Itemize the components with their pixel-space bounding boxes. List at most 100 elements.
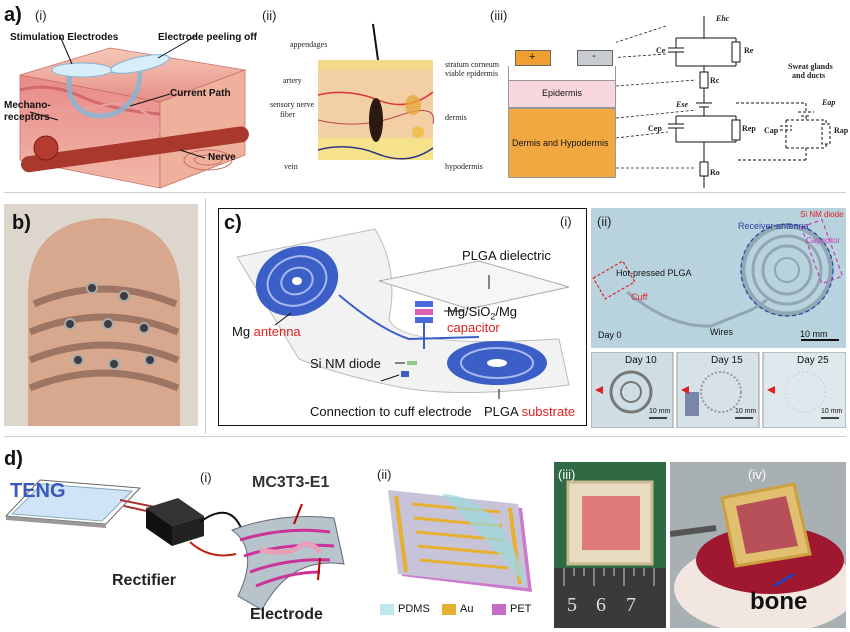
- ro-label: Ro: [710, 168, 720, 177]
- bioresorbable-device-illustration: [236, 228, 570, 399]
- panel-d-label: d): [4, 448, 23, 470]
- appendages-label: appendages: [290, 40, 328, 49]
- wires-label: Wires: [710, 327, 733, 337]
- legend-swatch-pdms: [380, 604, 394, 615]
- capacitor-label: capacitor: [447, 320, 500, 335]
- minus-sign: -: [592, 50, 596, 62]
- ruler-mark-7: 7: [626, 594, 636, 616]
- vein-label: vein: [284, 162, 298, 171]
- panel-a-ii-label: (ii): [262, 8, 277, 23]
- mc3t3-label: MC3T3-E1: [252, 474, 330, 491]
- panel-a-iii-label: (iii): [490, 8, 508, 23]
- plga-dielectric-label: PLGA dielectric: [462, 248, 551, 263]
- plus-sign: +: [529, 51, 536, 63]
- mechanoreceptors-label-2: receptors: [4, 112, 50, 123]
- sweat-glands-label-2: and ducts: [792, 71, 826, 80]
- panel-c-i-label: (i): [560, 214, 572, 229]
- divider-a: [4, 192, 846, 193]
- panel-c-i-frame: [218, 208, 587, 426]
- plga-substrate-label: PLGA substrate: [484, 404, 576, 419]
- scale-bar-label: 10 mm: [800, 329, 828, 339]
- minus-electrode: [577, 50, 613, 66]
- rep-label: Rep: [742, 124, 756, 133]
- viable-epidermis-label: viable epidermis: [445, 69, 499, 78]
- device-photo-ruler: [554, 462, 666, 628]
- legend-label-au: Au: [460, 603, 474, 615]
- day10-scale: 10 mm: [649, 408, 671, 415]
- sweat-glands-label-1: Sweat glands: [788, 62, 833, 71]
- day15-scale: 10 mm: [735, 408, 757, 415]
- layered-electrode-diagram: [388, 490, 532, 592]
- skin-anatomy-diagram: [318, 23, 435, 160]
- panel-d-i-label: (i): [200, 470, 212, 485]
- rectifier-label: Rectifier: [112, 572, 177, 589]
- si-nm-diode-label: Si NM diode: [310, 356, 381, 371]
- hypodermis-label: hypodermis: [445, 162, 483, 171]
- electrode-base: [508, 66, 616, 80]
- panel-c-ii-label: (ii): [597, 214, 612, 229]
- day25-label: Day 25: [797, 355, 829, 366]
- day10-label: Day 10: [625, 355, 657, 366]
- mg-sio2-mg-label: Mg/SiO2/Mg: [447, 304, 518, 322]
- ehc-label: Ehc: [716, 14, 730, 23]
- panel-b-label: b): [12, 212, 31, 234]
- mechanoreceptors-label-1: Mechano-: [4, 100, 51, 111]
- skin-electrode-illustration: [19, 35, 249, 189]
- panel-d-iii-label: (iii): [558, 467, 576, 482]
- electrode-peeling-label: Electrode peeling off: [158, 32, 257, 43]
- capacitor-photo-label: Capacitor: [806, 236, 841, 245]
- mg-antenna-label: Mg antenna: [232, 324, 301, 339]
- legend-label-pdms: PDMS: [398, 603, 430, 615]
- fingertip-photo: [4, 204, 198, 426]
- electrode-label: Electrode: [250, 606, 323, 623]
- stimulation-electrodes-label: Stimulation Electrodes: [10, 32, 119, 43]
- panel-a-label: a): [4, 4, 22, 26]
- eap-label: Eap: [822, 98, 836, 107]
- ruler-mark-6: 6: [596, 594, 606, 616]
- dermis-block: [508, 108, 616, 178]
- equivalent-circuit: [616, 16, 831, 188]
- sensory-nerve-label-1: sensory nerve: [270, 100, 315, 109]
- rc-label: Rc: [710, 76, 720, 85]
- ce-label: Ce: [656, 46, 666, 55]
- si-nm-diode-photo-label: Si NM diode: [800, 210, 844, 219]
- dermis-label: dermis: [445, 113, 467, 122]
- bone-label: bone: [750, 588, 808, 615]
- day-series-photos: [591, 352, 846, 428]
- rap-label: Rap: [834, 126, 849, 135]
- material-legend: PDMS Au PET: [380, 602, 560, 618]
- dermis-hypodermis-text: Dermis and Hypodermis: [512, 138, 609, 148]
- legend-swatch-au: [442, 604, 456, 615]
- cap-label: Cap: [764, 126, 779, 135]
- cep-label: Cep: [648, 124, 662, 133]
- cuff-label: Cuff: [631, 292, 648, 302]
- panel-d-ii-label: (ii): [377, 467, 392, 482]
- hot-pressed-plga-label: Hot-pressed PLGA: [616, 268, 692, 278]
- day0-label: Day 0: [598, 330, 622, 340]
- legend-label-pet: PET: [510, 603, 532, 615]
- ese-label: Ese: [676, 100, 688, 109]
- day-series-strip: Day 10 Day 15 Day 25 10 mm 10 mm 10 mm: [591, 352, 846, 428]
- device-photo-day0: [591, 208, 846, 348]
- stratum-corneum-label: stratum corneum: [445, 60, 499, 69]
- panel-a-i-label: (i): [35, 8, 47, 23]
- day15-label: Day 15: [711, 355, 743, 366]
- teng-label: TENG: [10, 480, 66, 502]
- re-label: Re: [744, 46, 754, 55]
- plus-electrode: [515, 50, 551, 66]
- divider-c: [4, 436, 846, 437]
- divider-b: [205, 198, 206, 434]
- sensory-nerve-label-2: fiber: [280, 110, 296, 119]
- panel-d-iv-label: (iv): [748, 467, 767, 482]
- current-path-label: Current Path: [170, 88, 231, 99]
- receiver-antenna-label: Receiver antenna: [738, 221, 809, 231]
- day25-scale: 10 mm: [821, 408, 843, 415]
- epidermis-block: [508, 80, 616, 108]
- epidermis-text: Epidermis: [542, 88, 583, 98]
- implant-bone-photo: [670, 462, 846, 628]
- artery-label: artery: [283, 76, 302, 85]
- connection-cuff-label: Connection to cuff electrode: [310, 404, 472, 419]
- ruler-mark-5: 5: [567, 594, 577, 616]
- nerve-label: Nerve: [208, 152, 236, 163]
- legend-swatch-pet: [492, 604, 506, 615]
